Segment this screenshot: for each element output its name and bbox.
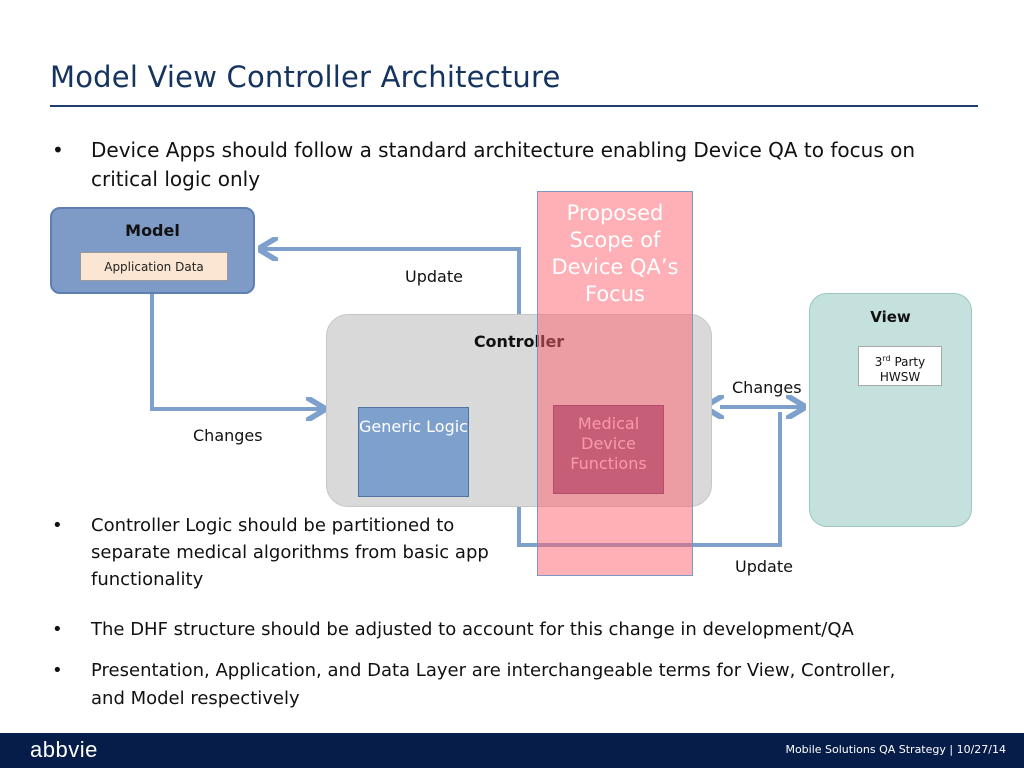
qa-scope-overlay: Proposed Scope of Device QA’s Focus — [537, 191, 693, 576]
label-update-top: Update — [405, 267, 463, 286]
footer-bar: abbvie Mobile Solutions QA Strategy | 10… — [0, 733, 1024, 768]
generic-logic-box: Generic Logic — [358, 407, 469, 497]
qa-scope-label: Proposed Scope of Device QA’s Focus — [551, 201, 679, 306]
hwsw-party: Party — [890, 355, 926, 369]
bullet-text: Presentation, Application, and Data Laye… — [91, 660, 896, 709]
title-rule — [50, 105, 978, 107]
hwsw-number: 3 — [874, 355, 883, 369]
third-party-hwsw-box: 3rd Party HWSW — [858, 346, 942, 386]
bullet-marker: • — [52, 138, 64, 162]
bullet-marker: • — [52, 660, 63, 681]
arrow-controller-to-model — [262, 249, 521, 314]
hwsw-superscript: rd — [882, 354, 891, 363]
label-update-bottom: Update — [735, 557, 793, 576]
bullet-text: Controller Logic should be partitioned t… — [91, 515, 489, 590]
slide-title: Model View Controller Architecture — [50, 60, 561, 94]
bullet-marker: • — [52, 515, 63, 536]
view-box: View 3rd Party HWSW — [809, 293, 972, 527]
model-title: Model — [125, 221, 180, 240]
bullet-text: Device Apps should follow a standard arc… — [91, 138, 916, 191]
abbvie-logo: abbvie — [30, 737, 98, 762]
hwsw-line2: HWSW — [879, 370, 921, 384]
arrow-model-to-controller — [150, 294, 322, 409]
view-title: View — [870, 308, 911, 326]
footer-caption: Mobile Solutions QA Strategy | 10/27/14 — [785, 743, 1006, 756]
label-changes-left: Changes — [193, 426, 263, 445]
bullet-text: The DHF structure should be adjusted to … — [91, 619, 854, 640]
bullet-marker: • — [52, 619, 63, 640]
label-changes-right: Changes — [732, 378, 802, 397]
application-data-box: Application Data — [80, 252, 228, 281]
model-box: Model Application Data — [50, 207, 255, 294]
